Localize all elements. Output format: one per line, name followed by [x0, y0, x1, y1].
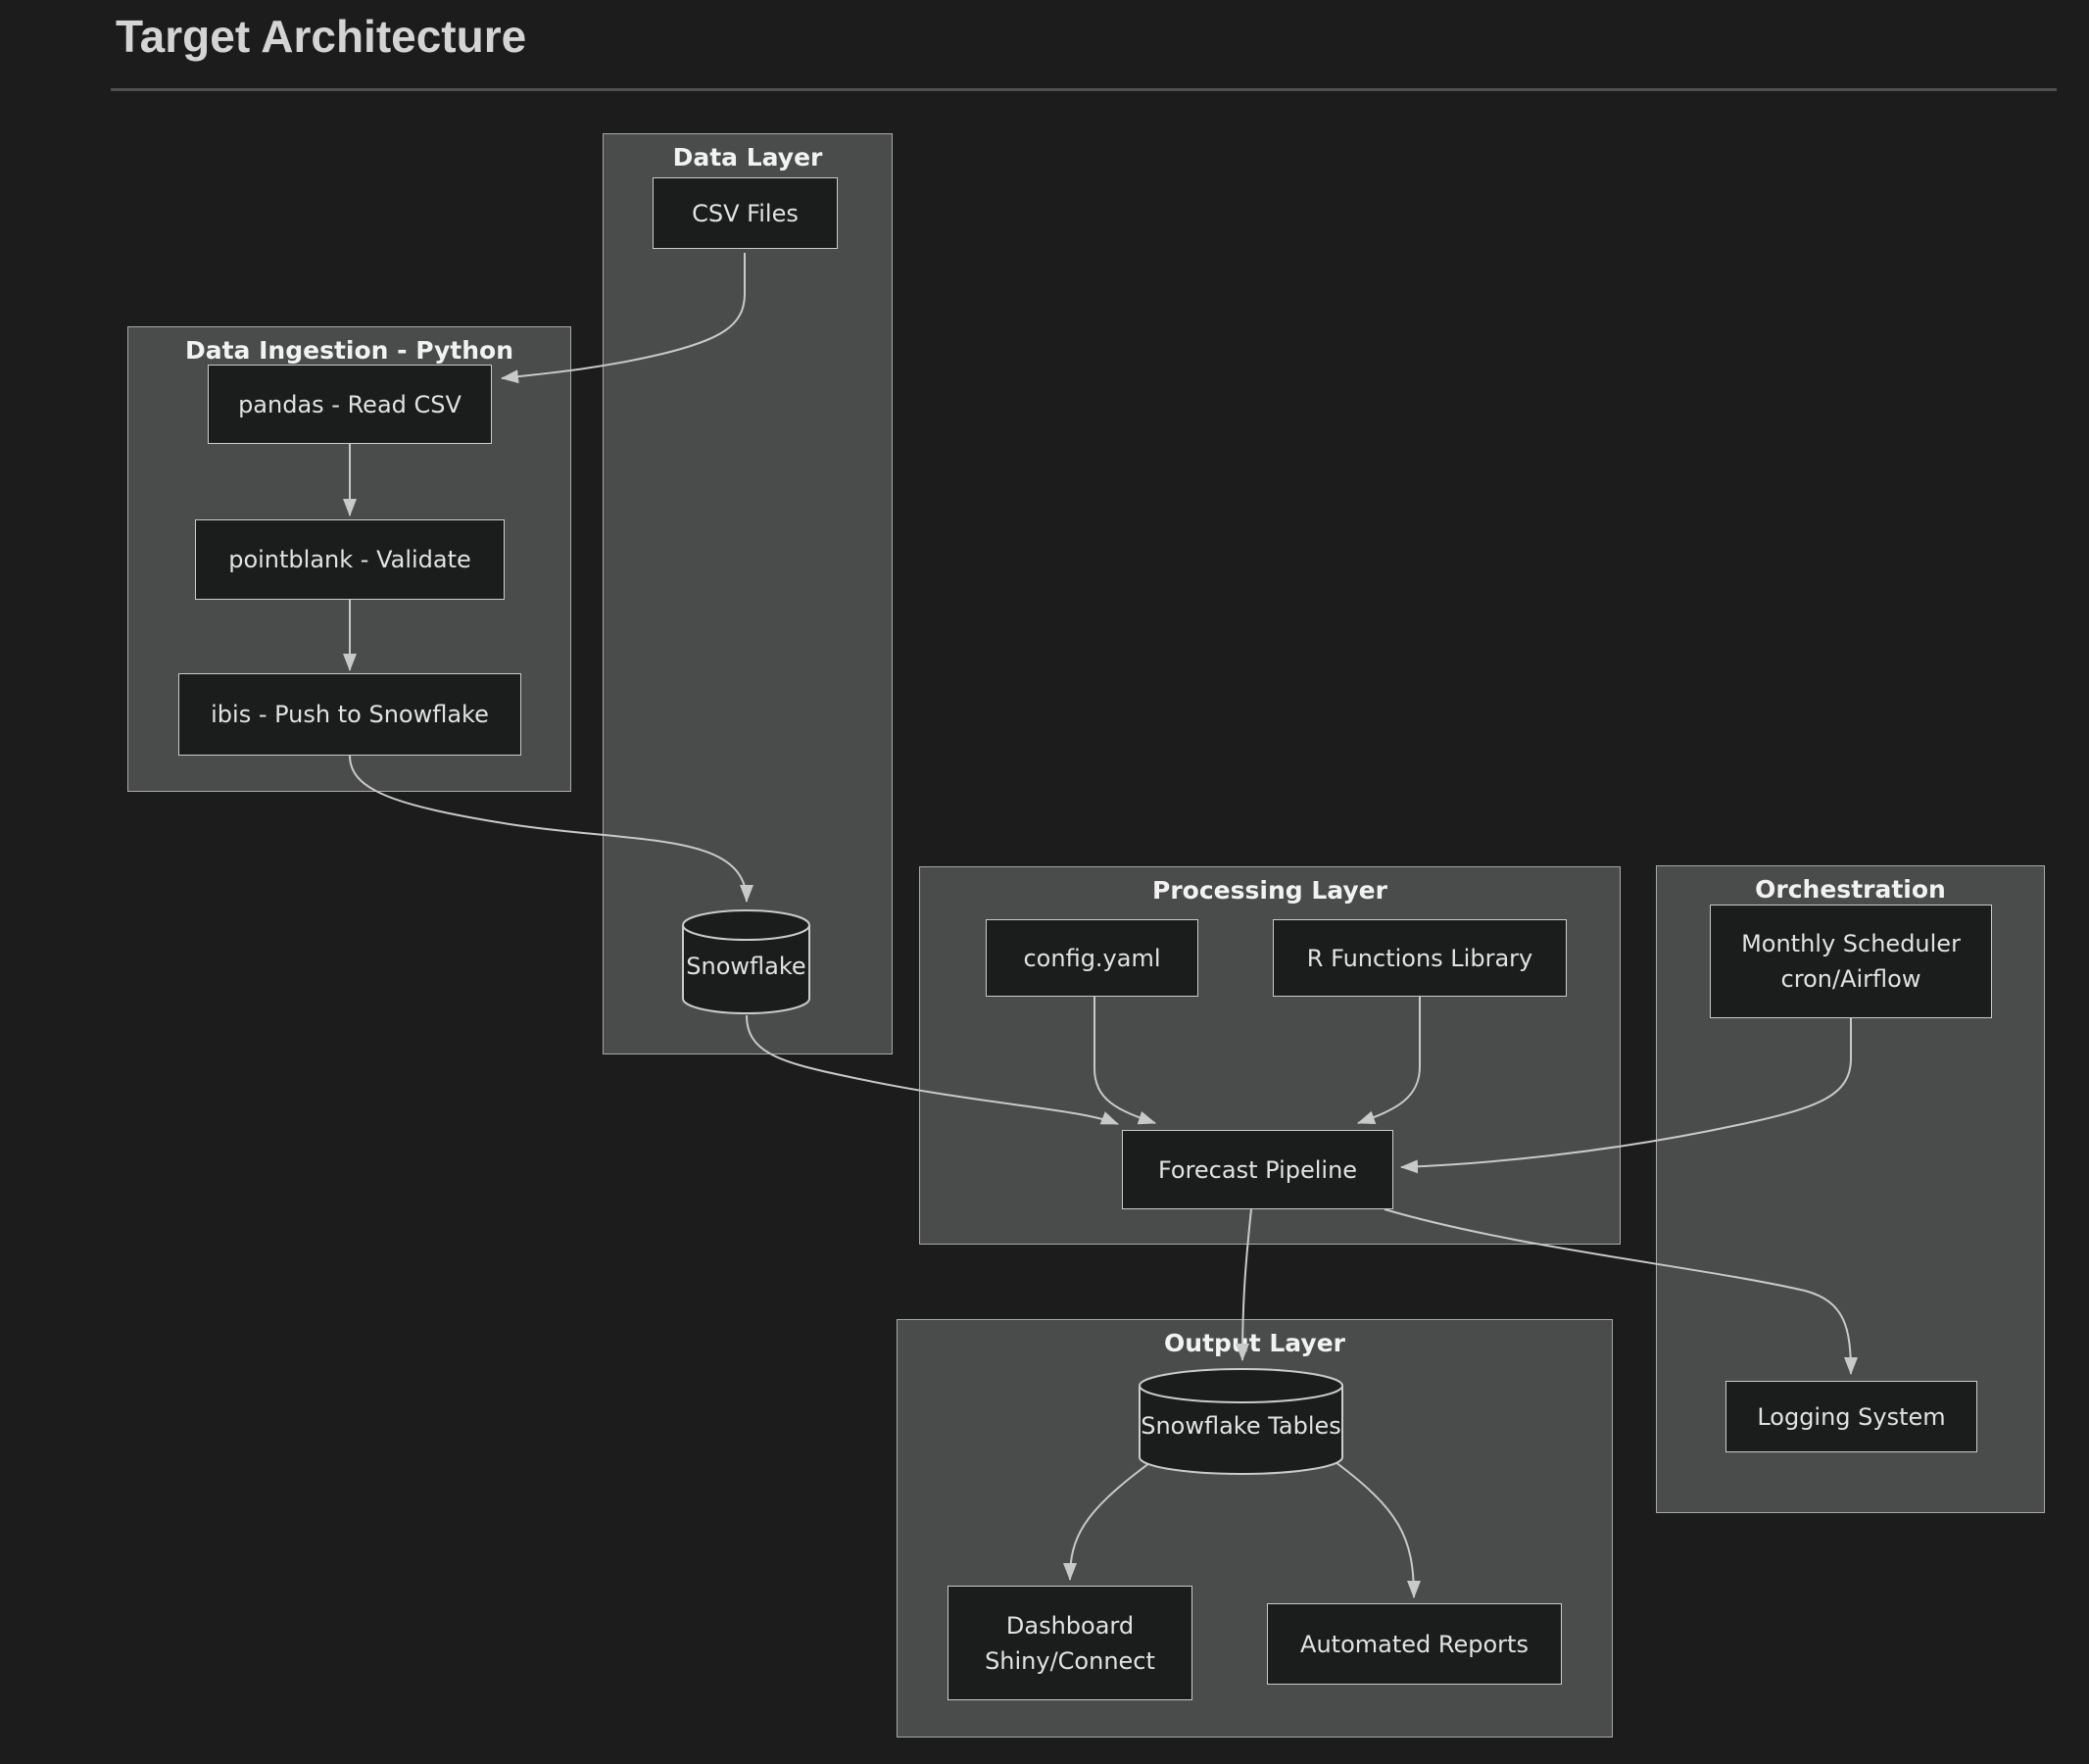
node-r-functions-library-label: R Functions Library [1306, 944, 1533, 972]
node-automated-reports: Automated Reports [1267, 1603, 1562, 1685]
cluster-data-ingestion-python-label: Data Ingestion - Python [184, 336, 514, 365]
node-snowflake-database: Snowflake [681, 908, 811, 1015]
node-forecast-pipeline: Forecast Pipeline [1122, 1130, 1393, 1209]
node-pandas-read-csv: pandas - Read CSV [208, 365, 492, 444]
title-divider [111, 88, 2057, 91]
cluster-output-layer-label: Output Layer [1164, 1329, 1345, 1357]
node-snowflake-tables-label: Snowflake Tables [1141, 1411, 1341, 1440]
node-ibis-push-to-snowflake: ibis - Push to Snowflake [178, 673, 521, 756]
node-csv-files-label: CSV Files [692, 199, 799, 227]
node-pointblank-validate: pointblank - Validate [195, 519, 505, 600]
cluster-orchestration-label: Orchestration [1755, 875, 1946, 904]
node-monthly-scheduler-label-line2: cron/Airflow [1780, 965, 1921, 993]
node-ibis-push-to-snowflake-label: ibis - Push to Snowflake [211, 701, 489, 728]
cylinder-shape-snowflake [682, 909, 810, 1014]
node-dashboard-shiny-connect: Dashboard Shiny/Connect [947, 1586, 1192, 1700]
node-monthly-scheduler: Monthly Scheduler cron/Airflow [1710, 905, 1992, 1018]
node-automated-reports-label: Automated Reports [1300, 1630, 1529, 1658]
node-csv-files: CSV Files [653, 177, 838, 249]
node-snowflake-tables: Snowflake Tables [1138, 1367, 1344, 1476]
node-forecast-pipeline-label: Forecast Pipeline [1157, 1155, 1358, 1184]
node-logging-system: Logging System [1725, 1381, 1977, 1452]
node-logging-system-label: Logging System [1757, 1402, 1946, 1431]
cluster-data-layer-label: Data Layer [672, 143, 823, 172]
node-monthly-scheduler-label-line1: Monthly Scheduler [1741, 930, 1961, 957]
node-dashboard-label-line1: Dashboard [1005, 1611, 1135, 1640]
node-snowflake-database-label: Snowflake [686, 952, 806, 980]
node-r-functions-library: R Functions Library [1273, 919, 1567, 997]
node-config-yaml-label: config.yaml [1023, 944, 1161, 972]
node-dashboard-label-line2: Shiny/Connect [985, 1646, 1155, 1675]
cluster-processing-layer-label: Processing Layer [1152, 876, 1387, 905]
node-config-yaml: config.yaml [986, 919, 1198, 997]
node-pointblank-validate-label: pointblank - Validate [228, 546, 471, 573]
page-title: Target Architecture [116, 11, 527, 62]
cylinder-shape-snowflake-tables [1139, 1368, 1343, 1475]
node-pandas-read-csv-label: pandas - Read CSV [238, 390, 462, 418]
